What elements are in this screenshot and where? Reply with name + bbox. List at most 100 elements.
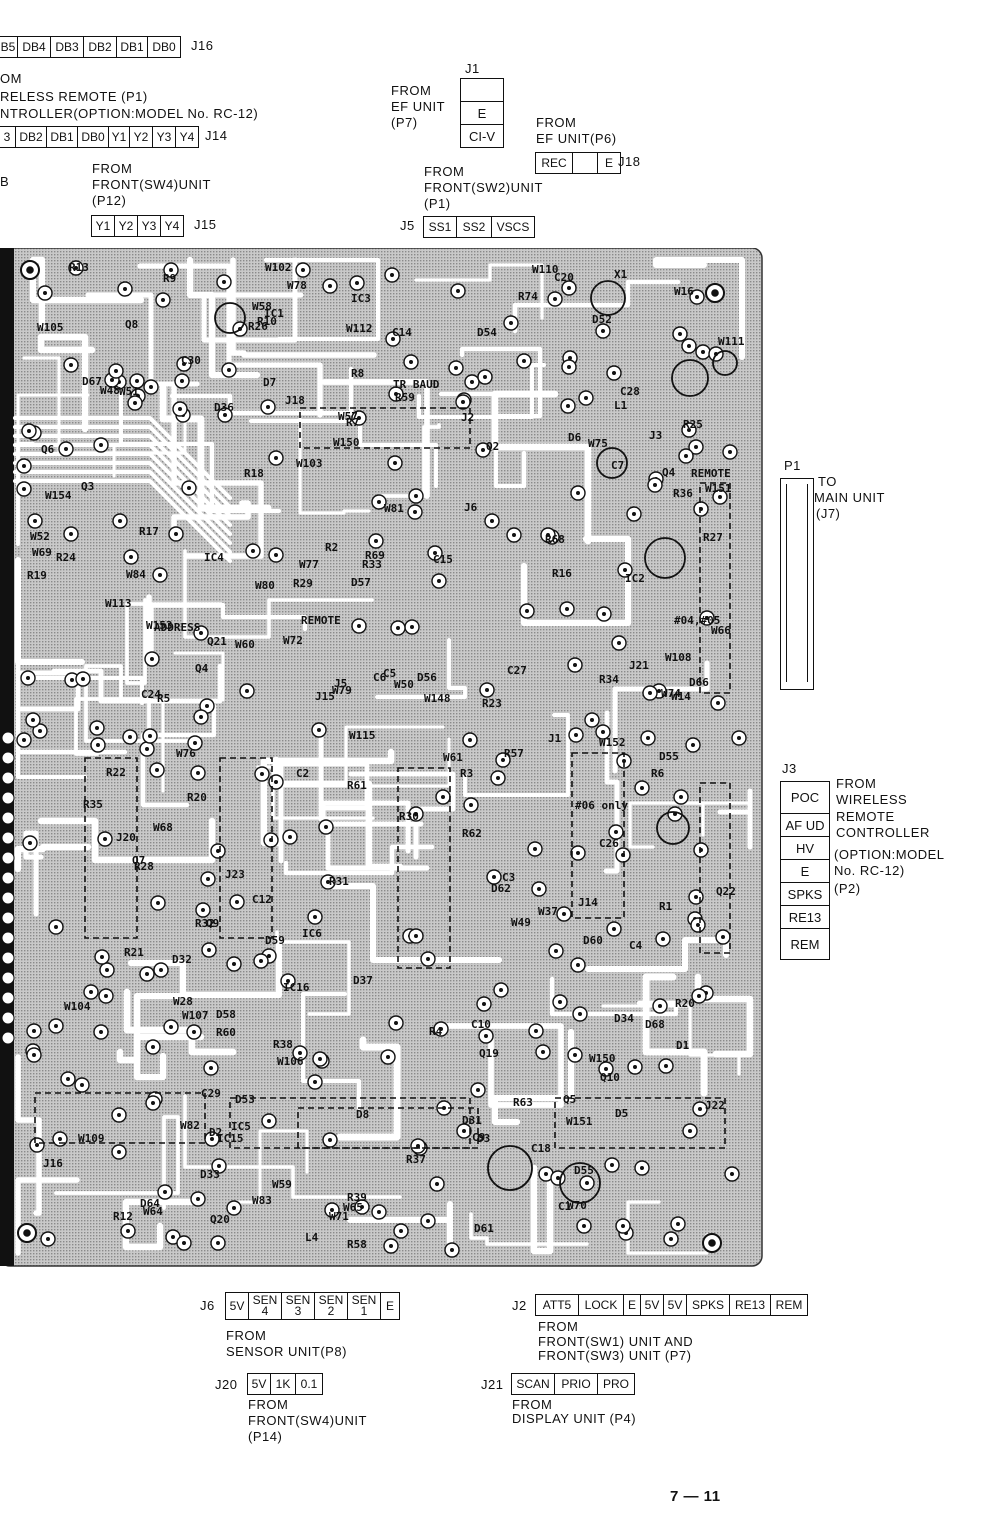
component-label: W105 — [37, 321, 64, 334]
pad-hole — [661, 937, 665, 941]
component-label: W81 — [384, 502, 404, 515]
pad-hole — [604, 1067, 608, 1071]
component-label: J5 — [334, 677, 347, 690]
j16-pin: DB3 — [51, 37, 84, 57]
pad-hole — [585, 1181, 589, 1185]
pad-hole — [414, 494, 418, 498]
pad-hole — [245, 689, 249, 693]
component-label: R74 — [518, 290, 538, 303]
pad-hole — [728, 450, 732, 454]
component-label: W151 — [566, 1115, 593, 1128]
page-number: 7 — 11 — [670, 1488, 721, 1505]
pad-hole — [640, 1166, 644, 1170]
pad-hole — [27, 429, 31, 433]
pad-hole — [601, 329, 605, 333]
copper-trace — [491, 1028, 575, 1126]
pad-hole — [396, 626, 400, 630]
component-label: R7 — [346, 416, 359, 429]
edge-pad — [1, 851, 15, 865]
pad-hole — [199, 631, 203, 635]
component-label: R61 — [347, 779, 367, 792]
pad-hole — [324, 825, 328, 829]
component-label: W51 — [119, 385, 139, 398]
component-label: W77 — [299, 558, 319, 571]
component-label: R23 — [482, 697, 502, 710]
copper-trace — [346, 1200, 454, 1248]
component-label: W150 — [333, 436, 360, 449]
component-label: R37 — [406, 1153, 426, 1166]
pad-hole — [390, 273, 394, 277]
pad-hole — [695, 295, 699, 299]
pad-hole — [716, 701, 720, 705]
component-label: C20 — [554, 271, 574, 284]
copper-trace — [14, 843, 92, 873]
bus-trace — [13, 479, 232, 563]
copper-trace — [463, 713, 570, 797]
pad-hole — [501, 758, 505, 762]
ic-outline — [229, 1097, 471, 1149]
edge-pad — [1, 1011, 15, 1025]
pad-hole — [216, 1241, 220, 1245]
pad-hole — [216, 849, 220, 853]
component-label: C18 — [531, 1142, 551, 1155]
copper-trace — [348, 771, 456, 860]
copper-trace — [15, 1177, 80, 1256]
j3-pin: RE13 — [781, 906, 829, 929]
j2-from-line-3: FRONT(SW3) UNIT (P7) — [538, 1348, 692, 1363]
j5-pin: SS2 — [457, 217, 492, 237]
edge-pad — [1, 931, 15, 945]
pad-hole — [584, 396, 588, 400]
component-label: ADDRESS — [154, 621, 200, 634]
pad-hole — [556, 1176, 560, 1180]
j15-label: J15 — [194, 217, 217, 232]
pad-hole — [301, 268, 305, 272]
component-label: W65 — [343, 1201, 363, 1214]
component-label: R20 — [187, 791, 207, 804]
pad-hole — [568, 356, 572, 360]
pad-hole — [205, 704, 209, 708]
pad-hole — [633, 1065, 637, 1069]
pad-hole — [374, 539, 378, 543]
component-label: R22 — [106, 766, 126, 779]
pad-hole — [232, 962, 236, 966]
pad-hole — [69, 363, 73, 367]
capacitor-outline — [214, 302, 246, 334]
pad-hole — [462, 1129, 466, 1133]
copper-trace — [414, 263, 544, 320]
copper-trace — [233, 1129, 309, 1204]
component-label: D61 — [474, 1222, 494, 1235]
pad-hole — [377, 1210, 381, 1214]
j14-from-line-3: NTROLLER(OPTION:MODEL No. RC-12) — [0, 106, 259, 121]
pad-hole — [222, 280, 226, 284]
component-label: C2 — [296, 767, 309, 780]
component-label: W61 — [443, 751, 463, 764]
j14-pin: Y3 — [153, 127, 176, 147]
component-label: R10 — [257, 315, 277, 328]
pad-hole — [461, 400, 465, 404]
component-label: W109 — [78, 1132, 105, 1145]
copper-trace — [628, 801, 705, 849]
pad-hole — [235, 900, 239, 904]
pad-hole — [612, 371, 616, 375]
j1-pin: CI-V — [469, 128, 495, 144]
copper-trace — [201, 257, 304, 343]
pad-hole — [118, 519, 122, 523]
pad-hole — [178, 407, 182, 411]
pad-hole — [701, 350, 705, 354]
component-label: R19 — [27, 569, 47, 582]
j5-from-line-3: (P1) — [424, 196, 451, 211]
pad-hole — [171, 1235, 175, 1239]
pad-hole — [64, 447, 68, 451]
j3-from-line-1: FROM — [836, 776, 877, 791]
component-label: D62 — [491, 882, 511, 895]
component-label: #04,#05 — [674, 614, 720, 627]
component-label: D52 — [592, 313, 612, 326]
pad-hole — [28, 841, 32, 845]
component-label: W71 — [329, 1210, 349, 1223]
pad-hole — [492, 875, 496, 879]
component-label: R24 — [56, 551, 76, 564]
pad-hole — [439, 1027, 443, 1031]
j3-from-line-3: REMOTE — [836, 809, 895, 824]
pad-hole — [485, 688, 489, 692]
pad-hole — [554, 949, 558, 953]
